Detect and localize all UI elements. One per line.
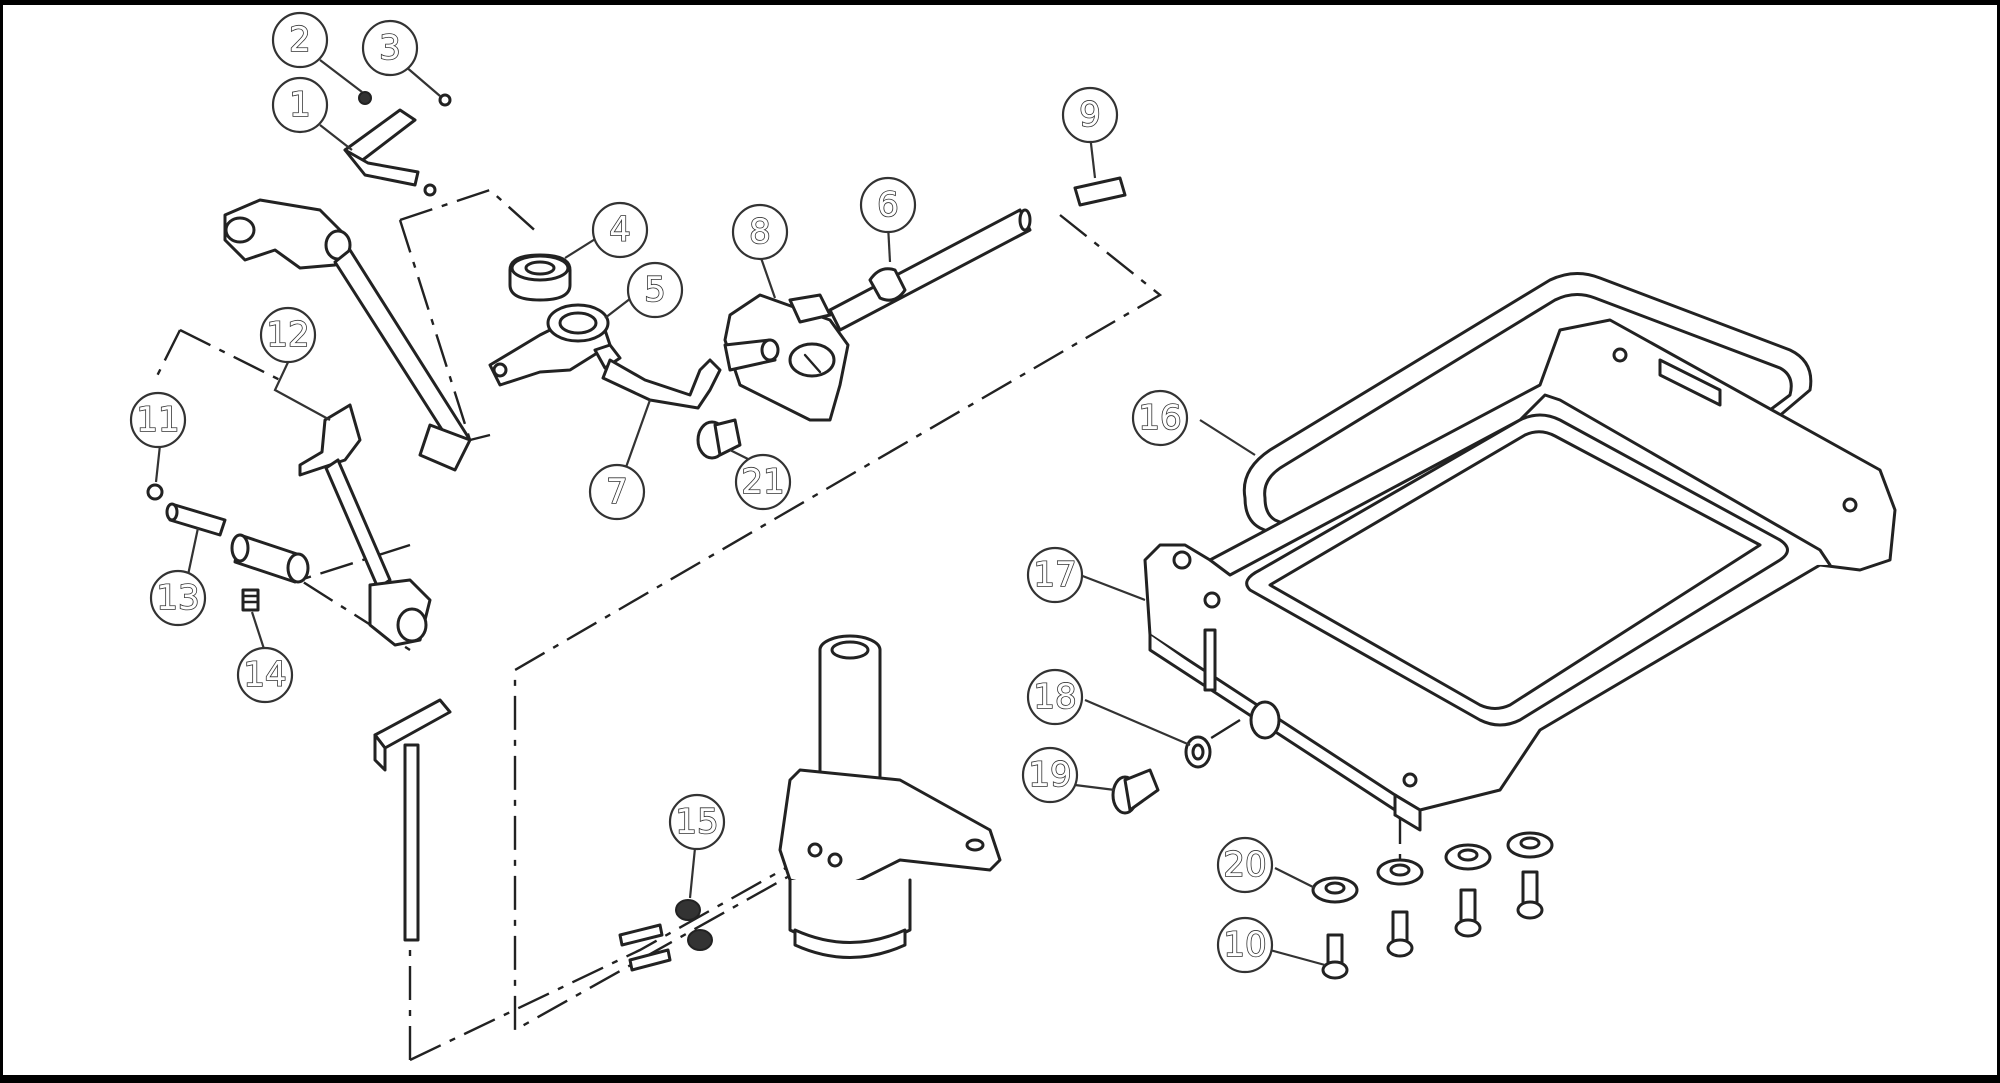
svg-text:21: 21 <box>741 462 784 502</box>
callout-7: 7 <box>588 463 646 521</box>
svg-text:13: 13 <box>156 578 199 618</box>
callout-16: 16 <box>1131 389 1189 447</box>
callout-2: 2 <box>271 11 329 69</box>
svg-text:3: 3 <box>379 28 401 68</box>
callout-5: 5 <box>626 261 684 319</box>
part-14-setscrew <box>241 588 260 612</box>
callout-14: 14 <box>236 646 294 704</box>
svg-text:20: 20 <box>1223 845 1266 885</box>
svg-text:1: 1 <box>289 85 311 125</box>
svg-text:2: 2 <box>289 20 311 60</box>
callout-17: 17 <box>1026 546 1084 604</box>
part-21-screw <box>696 418 742 460</box>
part-4-bearing <box>508 253 572 302</box>
svg-text:9: 9 <box>1079 95 1101 135</box>
svg-text:10: 10 <box>1223 925 1266 965</box>
part-1-crank-arm <box>223 91 472 472</box>
callout-11: 11 <box>129 391 187 449</box>
callout-21: 21 <box>734 453 792 511</box>
part-18-washer <box>1184 735 1212 769</box>
svg-text:6: 6 <box>877 185 899 225</box>
part-10-bolts <box>1321 870 1544 980</box>
callout-19: 19 <box>1021 746 1079 804</box>
svg-text:8: 8 <box>749 212 771 252</box>
svg-text:15: 15 <box>675 802 718 842</box>
leader-lines <box>154 59 1326 967</box>
t-handle-wrench <box>373 698 452 942</box>
callout-6: 6 <box>859 176 917 234</box>
part-15-nuts <box>618 899 713 972</box>
part-5-lever <box>488 303 622 387</box>
callouts: 1 2 3 4 5 6 7 8 9 10 11 12 13 14 15 16 1… <box>129 11 1274 974</box>
svg-text:12: 12 <box>266 315 309 355</box>
callout-8: 8 <box>731 203 789 261</box>
svg-text:19: 19 <box>1028 755 1071 795</box>
callout-15: 15 <box>668 793 726 851</box>
callout-1: 1 <box>271 76 329 134</box>
part-17-tray <box>1143 318 1897 832</box>
part-2-nut <box>358 91 372 105</box>
svg-text:14: 14 <box>243 655 286 695</box>
callout-4: 4 <box>591 201 649 259</box>
callout-18: 18 <box>1026 668 1084 726</box>
part-7-pipe <box>601 358 722 410</box>
part-8-flange <box>723 293 850 422</box>
svg-text:11: 11 <box>136 400 179 440</box>
part-19-screw <box>1111 768 1160 815</box>
callout-10: 10 <box>1216 916 1274 974</box>
callout-13: 13 <box>149 569 207 627</box>
part-11-ball <box>146 483 164 501</box>
part-20-washers <box>1311 831 1554 904</box>
main-column <box>778 634 1002 959</box>
part-3-ball <box>438 93 452 107</box>
svg-text:5: 5 <box>644 270 666 310</box>
callout-12: 12 <box>259 306 317 364</box>
callout-3: 3 <box>361 19 419 77</box>
part-13-sleeve <box>230 533 310 584</box>
callout-9: 9 <box>1061 86 1119 144</box>
part-6-shaft <box>828 208 1032 332</box>
part-13-pin <box>165 502 227 537</box>
callout-20: 20 <box>1216 836 1274 894</box>
part-12-link-arm <box>298 403 432 647</box>
svg-text:18: 18 <box>1033 677 1076 717</box>
svg-text:4: 4 <box>609 210 631 250</box>
svg-text:7: 7 <box>606 472 628 512</box>
svg-text:16: 16 <box>1138 398 1181 438</box>
part-9-key <box>1073 176 1127 207</box>
svg-text:17: 17 <box>1033 555 1076 595</box>
